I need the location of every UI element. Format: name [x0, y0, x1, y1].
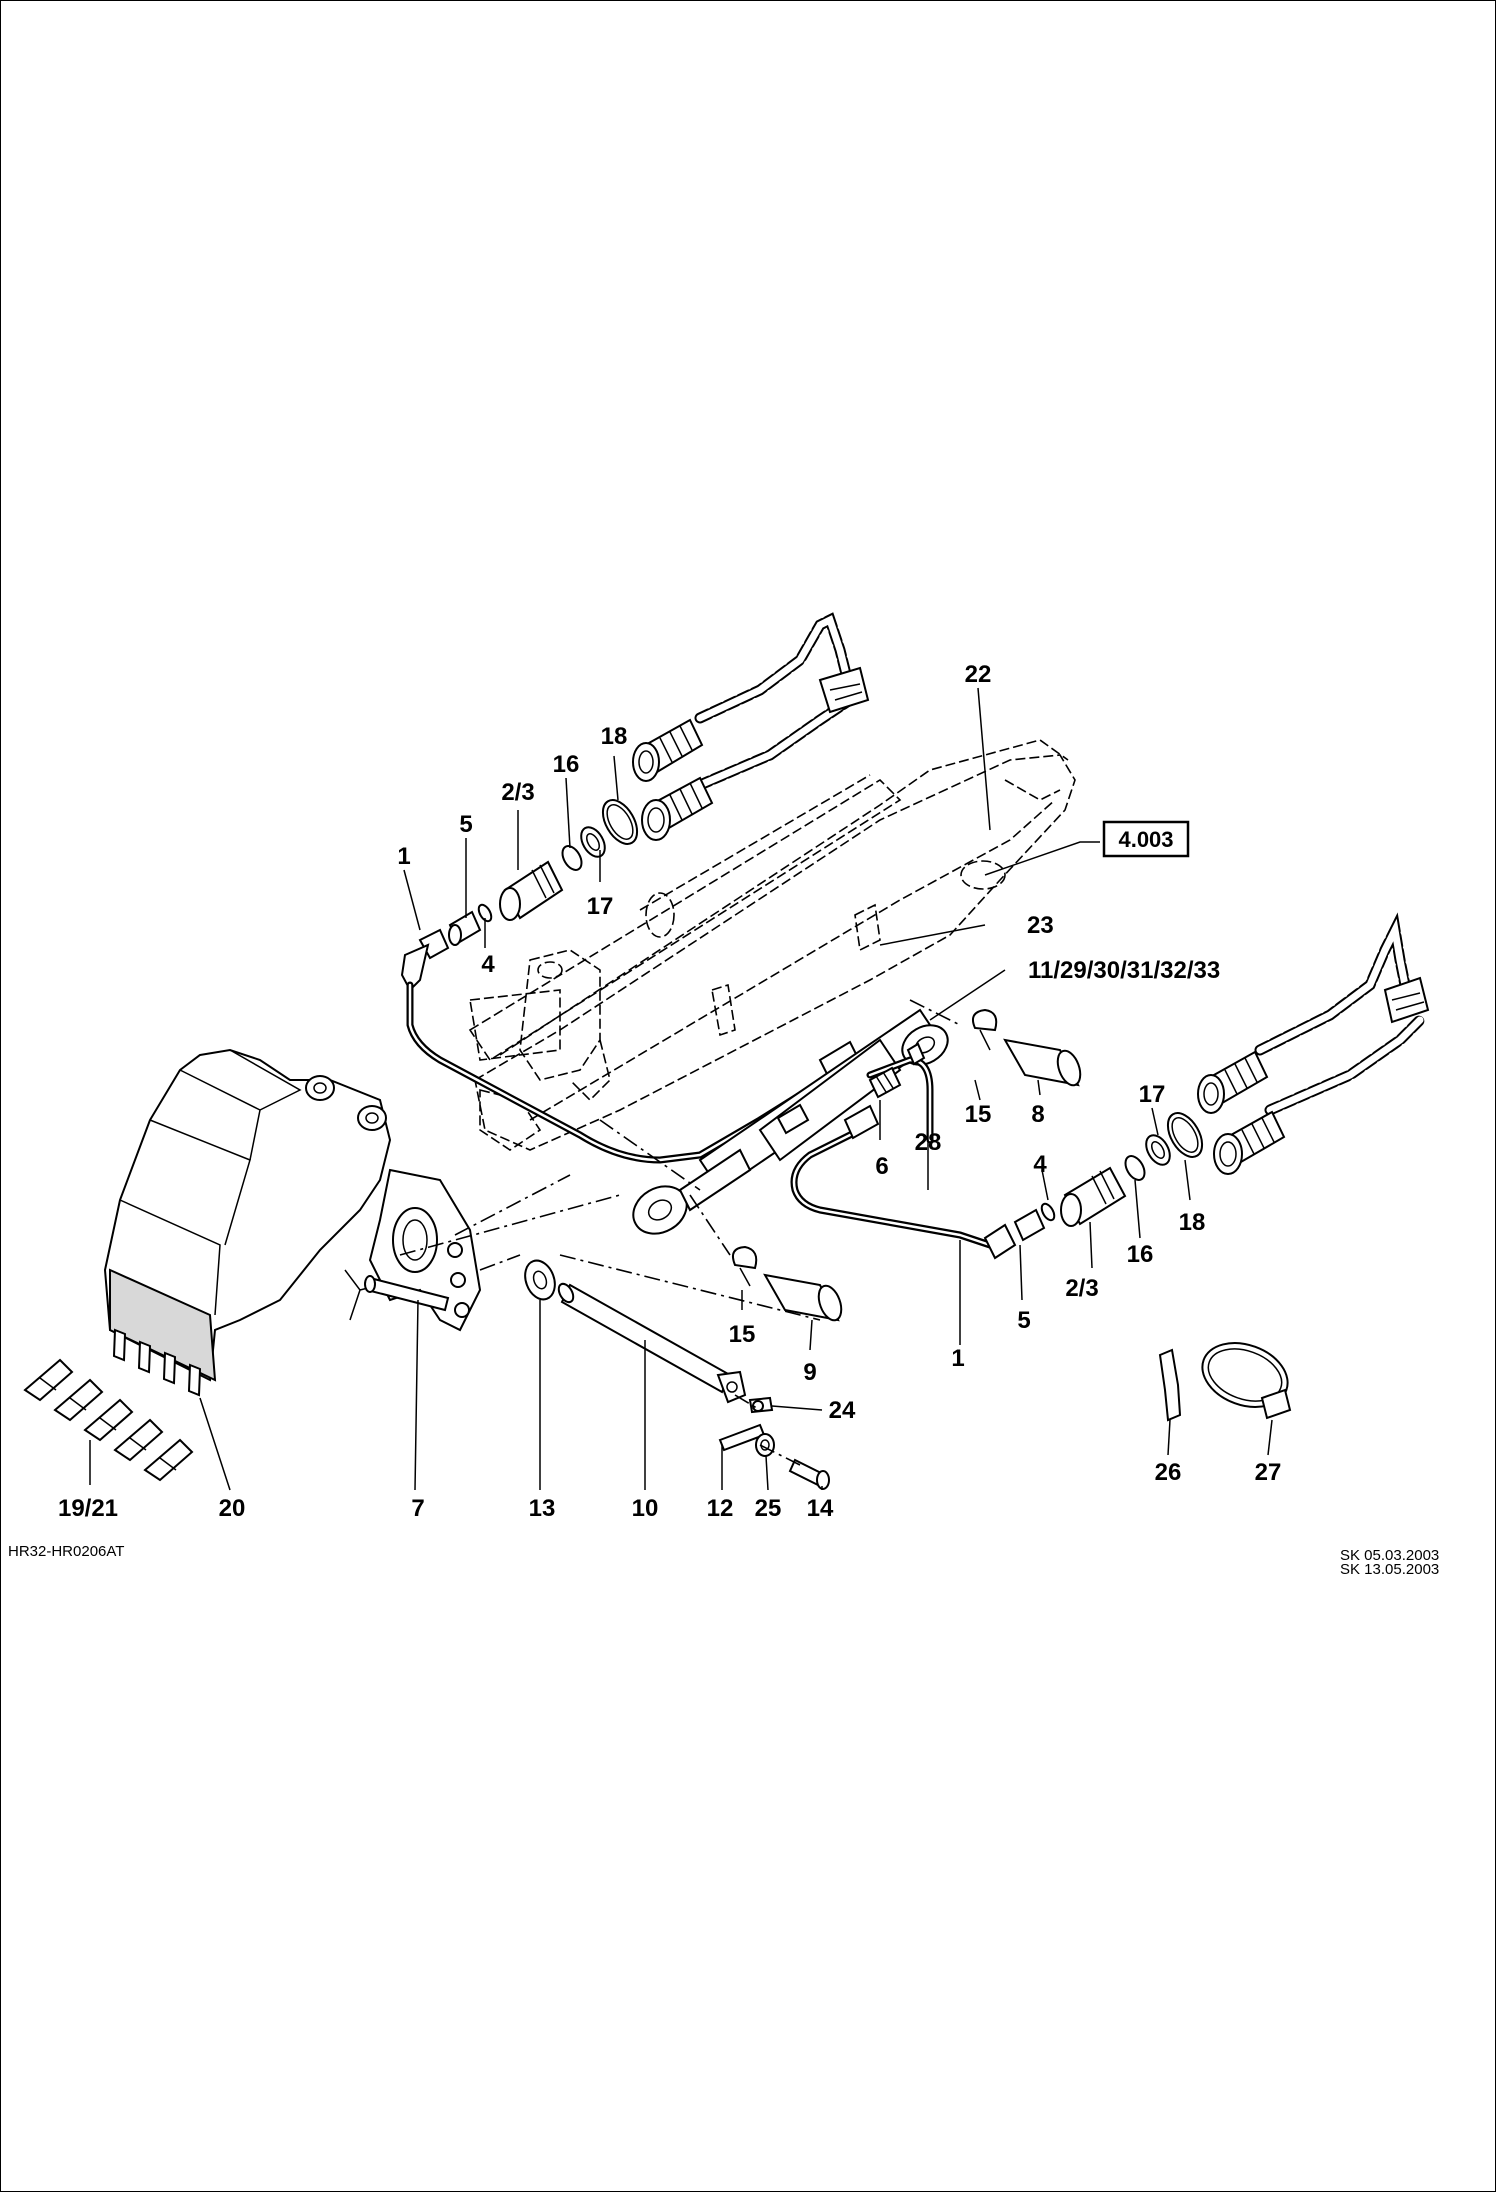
- callout-26: 26: [1155, 1459, 1182, 1486]
- reference-box: 4.003: [1102, 820, 1190, 858]
- callout-18-left: 18: [601, 723, 628, 750]
- callout-4-right: 4: [1033, 1151, 1047, 1178]
- left-fitting-stack: [400, 799, 639, 992]
- reference-box-label: 4.003: [1118, 827, 1173, 852]
- leader-lines: [89, 687, 1273, 1491]
- callout-17-left: 17: [587, 893, 614, 920]
- clamp-part-26: [1158, 1348, 1182, 1422]
- callout-24: 24: [829, 1397, 856, 1424]
- callout-25: 25: [755, 1495, 782, 1522]
- pin-8-with-clip-15: [972, 1008, 1082, 1087]
- bucket-20: [103, 1048, 482, 1397]
- callout-1-left: 1: [397, 843, 410, 870]
- coupler-top-b: [641, 776, 714, 841]
- callout-12: 12: [707, 1495, 734, 1522]
- callout-8: 8: [1031, 1101, 1044, 1128]
- callout-6: 6: [875, 1153, 888, 1180]
- bolt-14: [788, 1458, 830, 1490]
- callout-15-lower: 15: [729, 1321, 756, 1348]
- callout-23: 23: [1027, 912, 1054, 939]
- callout-13: 13: [529, 1495, 556, 1522]
- callout-15-upper: 15: [965, 1101, 992, 1128]
- callout-5-right: 5: [1017, 1307, 1030, 1334]
- alignment-lines: [399, 999, 961, 1466]
- callout-10: 10: [632, 1495, 659, 1522]
- drawing-footer: HR32-HR0206AT SK 05.03.2003 SK 13.05.200…: [8, 1543, 1439, 1578]
- callout-28: 28: [915, 1129, 942, 1156]
- callout-5-left: 5: [459, 811, 472, 838]
- callout-19-21: 19/21: [58, 1495, 118, 1522]
- coupler-top-a: [632, 718, 704, 782]
- right-fitting-stack: [983, 1112, 1204, 1260]
- callout-2-3-left: 2/3: [501, 779, 534, 806]
- bucket-teeth-19-21: [23, 1358, 194, 1482]
- callout-7: 7: [411, 1495, 424, 1522]
- callout-16-right: 16: [1127, 1241, 1154, 1268]
- hose-clamp-27: [1201, 1342, 1292, 1420]
- grease-nipple-24: [748, 1396, 774, 1414]
- boom-arm: [468, 739, 1076, 1151]
- aux-hose-left-pair: [632, 612, 870, 841]
- washer-25: [755, 1433, 775, 1457]
- callout-17-right: 17: [1139, 1081, 1166, 1108]
- callout-1-right: 1: [951, 1345, 964, 1372]
- washer-13: [524, 1259, 556, 1301]
- callout-27: 27: [1255, 1459, 1282, 1486]
- coupler-right-b: [1213, 1110, 1286, 1175]
- hose-1-right: [790, 1066, 994, 1249]
- pin-10: [557, 1282, 747, 1404]
- pin-7: [364, 1275, 450, 1312]
- aux-hose-right-pair: [1197, 912, 1430, 1175]
- callout-22: 22: [965, 661, 992, 688]
- callout-20: 20: [219, 1495, 246, 1522]
- callout-14: 14: [807, 1495, 834, 1522]
- callout-9: 9: [803, 1359, 816, 1386]
- callout-11-group: 11/29/30/31/32/33: [1028, 957, 1220, 984]
- pin-9-with-clip-15: [732, 1245, 843, 1322]
- callout-labels: 1 5 4 2/3 16 17 18 22 23 11/29/30/31/32/…: [58, 661, 1281, 1522]
- drawing-code: HR32-HR0206AT: [8, 1543, 124, 1560]
- revision-line-1: SK 05.03.2003: [1340, 1547, 1439, 1564]
- callout-16-left: 16: [553, 751, 580, 778]
- bucket-cylinder: [632, 1008, 949, 1235]
- callout-2-3-right: 2/3: [1065, 1275, 1098, 1302]
- callout-4-left: 4: [481, 951, 495, 978]
- coupler-right-a: [1197, 1050, 1269, 1114]
- revision-line-2: SK 13.05.2003: [1340, 1561, 1439, 1578]
- callout-18-right: 18: [1179, 1209, 1206, 1236]
